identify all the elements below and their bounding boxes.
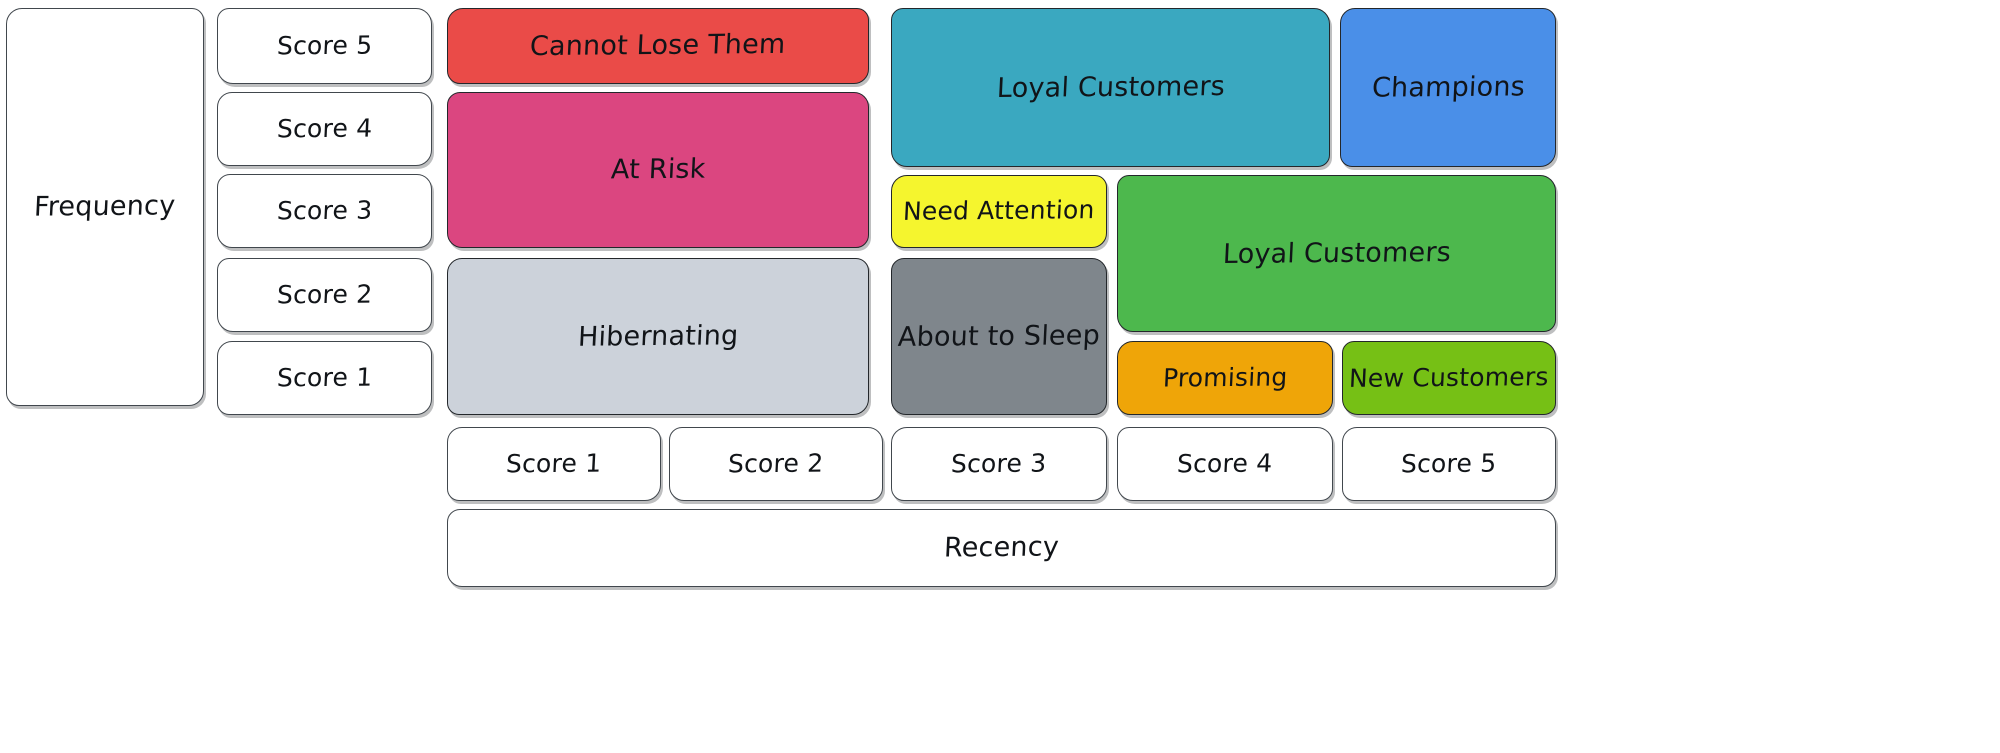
segment-need-attention[interactable]: Need Attention bbox=[891, 175, 1107, 248]
segment-about-to-sleep[interactable]: About to Sleep bbox=[891, 258, 1107, 415]
y-score-5-label: Score 5 bbox=[276, 30, 373, 61]
segment-at-risk[interactable]: At Risk bbox=[447, 92, 869, 248]
segment-about-to-sleep-label: About to Sleep bbox=[897, 320, 1101, 353]
recency-axis-text: Recency bbox=[943, 531, 1060, 564]
y-score-1-label: Score 1 bbox=[276, 362, 373, 393]
y-score-3[interactable]: Score 3 bbox=[217, 174, 432, 248]
segment-promising[interactable]: Promising bbox=[1117, 341, 1333, 415]
segment-at-risk-label: At Risk bbox=[609, 154, 707, 186]
x-score-4-label: Score 4 bbox=[1176, 448, 1274, 479]
segment-loyal-customers-teal-label: Loyal Customers bbox=[995, 70, 1226, 104]
segment-loyal-customers-green-label: Loyal Customers bbox=[1221, 236, 1452, 270]
segment-need-attention-label: Need Attention bbox=[902, 195, 1096, 226]
y-score-5[interactable]: Score 5 bbox=[217, 8, 432, 84]
x-score-5[interactable]: Score 5 bbox=[1342, 427, 1556, 501]
x-score-1-label: Score 1 bbox=[505, 448, 603, 479]
y-score-2[interactable]: Score 2 bbox=[217, 258, 432, 332]
frequency-axis-label: Frequency bbox=[6, 8, 204, 406]
segment-new-customers-label: New Customers bbox=[1348, 361, 1550, 393]
segment-new-customers[interactable]: New Customers bbox=[1342, 341, 1556, 415]
segment-loyal-customers-teal[interactable]: Loyal Customers bbox=[891, 8, 1330, 167]
y-score-4-label: Score 4 bbox=[276, 113, 373, 144]
y-score-3-label: Score 3 bbox=[276, 195, 373, 226]
segment-hibernating[interactable]: Hibernating bbox=[447, 258, 869, 415]
segment-loyal-customers-green[interactable]: Loyal Customers bbox=[1117, 175, 1556, 332]
segment-hibernating-label: Hibernating bbox=[577, 320, 739, 353]
segment-cannot-lose-them-label: Cannot Lose Them bbox=[529, 29, 787, 63]
x-score-4[interactable]: Score 4 bbox=[1117, 427, 1333, 501]
x-score-2[interactable]: Score 2 bbox=[669, 427, 883, 501]
x-score-1[interactable]: Score 1 bbox=[447, 427, 661, 501]
x-score-3-label: Score 3 bbox=[950, 448, 1048, 479]
y-score-4[interactable]: Score 4 bbox=[217, 92, 432, 166]
segment-champions[interactable]: Champions bbox=[1340, 8, 1556, 167]
x-score-5-label: Score 5 bbox=[1400, 448, 1498, 479]
frequency-axis-text: Frequency bbox=[33, 190, 177, 224]
segment-promising-label: Promising bbox=[1162, 362, 1288, 393]
segment-champions-label: Champions bbox=[1370, 71, 1526, 104]
recency-axis-label: Recency bbox=[447, 509, 1556, 587]
y-score-1[interactable]: Score 1 bbox=[217, 341, 432, 415]
x-score-2-label: Score 2 bbox=[727, 448, 825, 479]
segment-cannot-lose-them[interactable]: Cannot Lose Them bbox=[447, 8, 869, 84]
x-score-3[interactable]: Score 3 bbox=[891, 427, 1107, 501]
y-score-2-label: Score 2 bbox=[276, 279, 373, 310]
